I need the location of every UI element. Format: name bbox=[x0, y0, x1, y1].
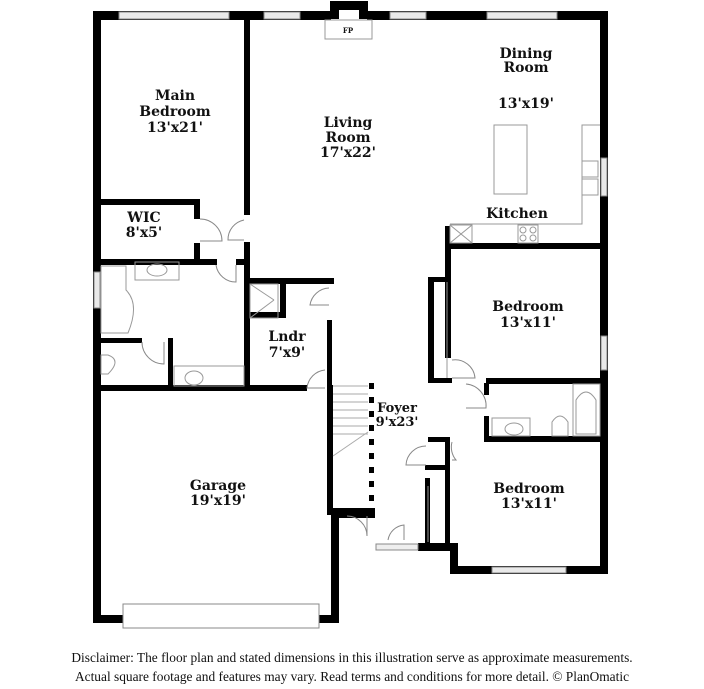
floor-plan: FP Main Bedroom 13'x21' WIC 8'x5' Living… bbox=[93, 1, 608, 629]
vanity-hall bbox=[491, 417, 531, 437]
dining-room-name-1: Dining bbox=[500, 46, 553, 62]
bedroom-2-name: Bedroom bbox=[492, 299, 564, 315]
door-front bbox=[387, 524, 405, 541]
garage-door bbox=[122, 603, 320, 629]
toilet-main bbox=[100, 354, 116, 375]
shower bbox=[249, 283, 279, 319]
window-bath bbox=[93, 271, 101, 309]
bathtub-main bbox=[100, 265, 134, 334]
main-bedroom-name-1: Main bbox=[155, 88, 195, 104]
fixtures bbox=[100, 19, 601, 542]
garage-dims: 19'x19' bbox=[190, 493, 246, 509]
door-closet-b3 bbox=[405, 445, 427, 466]
windows bbox=[93, 11, 608, 629]
kitchen-name: Kitchen bbox=[486, 206, 548, 222]
foyer-dims: 9'x23' bbox=[376, 415, 419, 430]
disclaimer-line-2: Actual square footage and features may v… bbox=[74, 669, 630, 684]
laundry-dims: 7'x9' bbox=[269, 345, 305, 361]
front-door-threshold bbox=[375, 543, 419, 551]
laundry-name: Lndr bbox=[268, 329, 306, 345]
fireplace bbox=[324, 19, 373, 40]
foyer-name: Foyer bbox=[377, 401, 417, 416]
main-bedroom-dims: 13'x21' bbox=[147, 120, 203, 136]
window-main-bedroom bbox=[118, 11, 230, 20]
garage-name: Garage bbox=[190, 478, 246, 494]
door-main-bath bbox=[215, 264, 237, 283]
stairs bbox=[332, 385, 369, 457]
wic-dims: 8'x5' bbox=[126, 225, 162, 241]
living-room-name-2: Room bbox=[325, 130, 370, 146]
living-room-dims: 17'x22' bbox=[320, 145, 376, 161]
interior-walls bbox=[97, 14, 605, 550]
disclaimer: Disclaimer: The floor plan and stated di… bbox=[0, 648, 704, 686]
door-main-bedroom bbox=[227, 219, 245, 241]
toilet-hall bbox=[551, 415, 569, 437]
window-living-2 bbox=[389, 11, 427, 20]
stove bbox=[517, 224, 539, 244]
window-living-1 bbox=[263, 11, 301, 20]
bedroom-2-dims: 13'x11' bbox=[500, 315, 556, 331]
dining-room-dims: 13'x19' bbox=[498, 96, 554, 112]
door-laundry-2 bbox=[306, 369, 326, 389]
door-toilet bbox=[141, 341, 165, 365]
window-kitchen bbox=[600, 157, 608, 197]
door-bedroom-2 bbox=[451, 359, 476, 379]
bedroom-3-dims: 13'x11' bbox=[501, 496, 557, 512]
dining-room-name-2: Room bbox=[503, 60, 548, 76]
wic-name: WIC bbox=[126, 210, 160, 226]
window-dining bbox=[486, 11, 558, 20]
dishwasher bbox=[449, 224, 473, 244]
stair-rail bbox=[369, 383, 374, 514]
door-bedroom-3 bbox=[450, 441, 458, 461]
fireplace-label: FP bbox=[343, 26, 354, 35]
living-room-name-1: Living bbox=[324, 115, 373, 131]
vanity-main bbox=[134, 261, 180, 281]
sink-1 bbox=[581, 160, 599, 178]
door-laundry bbox=[309, 287, 330, 306]
window-bedroom-2 bbox=[600, 335, 608, 371]
doors bbox=[141, 218, 487, 551]
sink-2 bbox=[581, 178, 599, 196]
door-closet-foyer bbox=[346, 515, 368, 537]
kitchen-island bbox=[493, 124, 528, 195]
vanity-2 bbox=[173, 365, 245, 387]
door-hall-bath bbox=[465, 383, 487, 409]
disclaimer-line-1: Disclaimer: The floor plan and stated di… bbox=[71, 650, 633, 665]
bathtub-hall bbox=[572, 383, 601, 437]
main-bedroom-name-2: Bedroom bbox=[139, 104, 211, 120]
door-wic bbox=[199, 218, 223, 242]
window-bedroom-3 bbox=[491, 566, 567, 574]
bedroom-3-name: Bedroom bbox=[493, 481, 565, 497]
